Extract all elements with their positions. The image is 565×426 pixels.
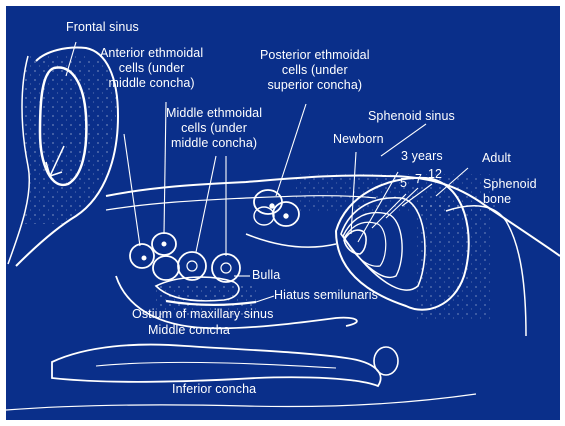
sphenoid-bone-label: Sphenoid bone bbox=[483, 177, 537, 207]
age-5-label: 5 bbox=[400, 176, 407, 191]
anterior-ethmoidal-label: Anterior ethmoidal cells (under middle c… bbox=[100, 46, 203, 91]
eustachian-opening bbox=[374, 347, 398, 375]
inferior-concha-inner bbox=[96, 362, 336, 368]
age-3-years-label: 3 years bbox=[401, 149, 443, 164]
newborn-label: Newborn bbox=[333, 132, 384, 147]
hiatus-semilunaris-label: Hiatus semilunaris bbox=[274, 288, 378, 303]
adult-label: Adult bbox=[482, 151, 511, 166]
inferior-concha-label: Inferior concha bbox=[172, 382, 256, 397]
posterior-ethmoidal-label: Posterior ethmoidal cells (under superio… bbox=[260, 48, 370, 93]
bulla-label: Bulla bbox=[252, 268, 280, 283]
middle-ethmoidal-label: Middle ethmoidal cells (under middle con… bbox=[166, 106, 262, 151]
middle-concha-label: Middle concha bbox=[148, 323, 230, 338]
sphenoid-stipple bbox=[416, 201, 491, 321]
age-7-label: 7 bbox=[415, 172, 422, 187]
frontal-sinus-label: Frontal sinus bbox=[66, 20, 139, 35]
sinus-anatomy-diagram: Frontal sinus Anterior ethmoidal cells (… bbox=[6, 6, 560, 420]
superior-concha-outline bbox=[246, 234, 336, 247]
sphenoid-sinus-label: Sphenoid sinus bbox=[368, 109, 455, 124]
ostium-maxillary-sinus-label: Ostium of maxillary sinus bbox=[132, 307, 273, 322]
age-12-label: 12 bbox=[428, 167, 442, 182]
anterior-middle-ethmoidal-cells bbox=[130, 233, 240, 282]
